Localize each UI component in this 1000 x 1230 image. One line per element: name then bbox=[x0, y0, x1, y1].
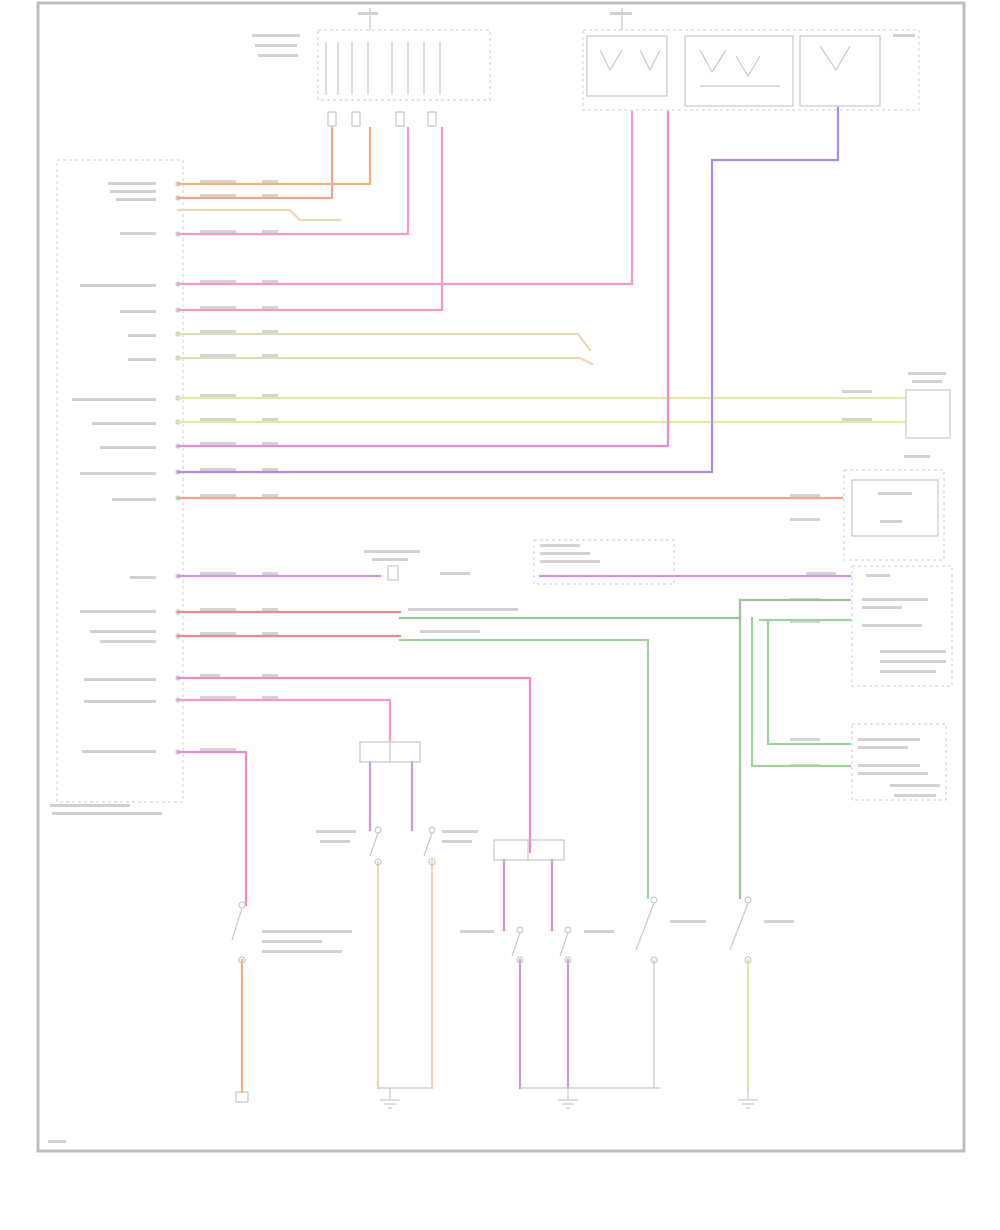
ground-symbol-3 bbox=[738, 1088, 758, 1109]
switch-1 bbox=[231, 901, 352, 964]
switch-2 bbox=[316, 826, 382, 866]
wire-green-2 bbox=[398, 638, 650, 900]
wire-pink-4 bbox=[176, 698, 392, 742]
switch-6 bbox=[635, 896, 706, 964]
connector-block-1 bbox=[359, 741, 421, 763]
control-module bbox=[50, 159, 184, 815]
fuse-block-left bbox=[252, 8, 491, 127]
footer-mark bbox=[48, 1140, 66, 1143]
wire-purple-1 bbox=[176, 106, 840, 474]
wire-salmon-1 bbox=[176, 126, 334, 200]
wire-tan-1 bbox=[176, 208, 342, 222]
ground-terminal-left bbox=[235, 1091, 249, 1103]
right-component-terminals bbox=[851, 565, 953, 687]
connector-block-2 bbox=[493, 839, 565, 861]
ground-symbol-2 bbox=[558, 1088, 578, 1109]
wire-green-4 bbox=[766, 618, 852, 746]
right-component-bottom bbox=[851, 723, 947, 801]
wire-green-1 bbox=[398, 598, 852, 620]
right-component-top bbox=[905, 372, 951, 439]
fuse-block-right bbox=[582, 8, 920, 111]
switch-7 bbox=[729, 896, 794, 964]
wire-green-5 bbox=[750, 616, 852, 768]
wire-pink-2 bbox=[176, 110, 634, 286]
wire-orange-1 bbox=[176, 126, 372, 186]
wire-tan-2 bbox=[176, 332, 592, 352]
right-component-mid bbox=[843, 455, 945, 561]
wire-magenta-2 bbox=[176, 676, 532, 854]
wire-labels bbox=[200, 180, 872, 767]
wire-magenta-1 bbox=[176, 110, 670, 448]
wire-magenta-3 bbox=[176, 750, 248, 907]
switch-3 bbox=[423, 826, 478, 866]
ground-symbol-1 bbox=[380, 1088, 400, 1109]
wire-pink-3 bbox=[176, 126, 444, 312]
switch-4 bbox=[460, 926, 524, 964]
switch-5 bbox=[559, 926, 614, 964]
wire-pink-1 bbox=[176, 126, 410, 236]
wire-tan-3 bbox=[176, 356, 594, 366]
center-device bbox=[364, 539, 675, 633]
diagram-border bbox=[36, 1, 966, 1153]
